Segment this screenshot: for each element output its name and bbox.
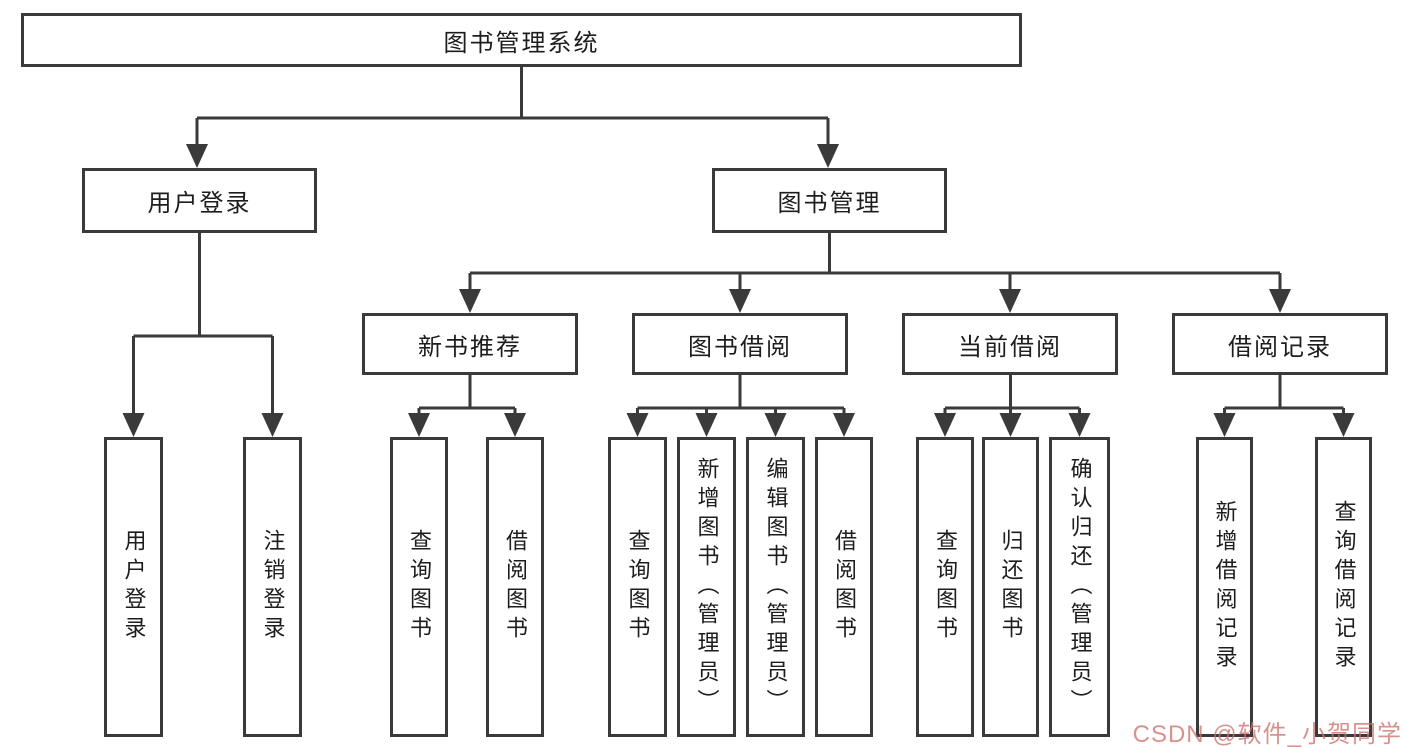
leaf-label: 编辑图书（管理员） <box>763 456 789 718</box>
node-label: 图书借阅 <box>688 333 792 361</box>
connector-path <box>132 67 1345 416</box>
leaf-label: 归还图书 <box>998 529 1024 645</box>
node-label: 图书管理系统 <box>443 29 600 57</box>
node-label: 新书推荐 <box>418 333 522 361</box>
node-label: 图书管理 <box>777 190 882 217</box>
leaf-label: 查询图书 <box>407 529 432 645</box>
node-user-login: 用户登录 <box>82 168 317 233</box>
csdn-watermark: CSDN @软件_小贺同学 <box>1132 721 1402 747</box>
node-label: 当前借阅 <box>958 333 1062 361</box>
node-root-system: 图书管理系统 <box>21 13 1022 67</box>
leaf-query-books-recommend: 查询图书 <box>390 437 448 737</box>
leaf-label: 借阅图书 <box>832 529 857 645</box>
leaf-query-books: 查询图书 <box>608 437 667 737</box>
leaf-edit-books-admin: 编辑图书（管理员） <box>746 437 805 737</box>
leaf-label: 查询借阅记录 <box>1331 500 1357 674</box>
leaf-label: 用户登录 <box>121 529 147 645</box>
leaf-user-login: 用户登录 <box>104 437 163 737</box>
leaf-add-borrow-record: 新增借阅记录 <box>1196 437 1253 737</box>
leaf-label: 新增借阅记录 <box>1212 500 1238 674</box>
leaf-label: 注销登录 <box>260 529 286 645</box>
node-borrow-records: 借阅记录 <box>1172 313 1388 375</box>
node-book-borrow: 图书借阅 <box>632 313 848 375</box>
node-book-management: 图书管理 <box>712 168 947 233</box>
node-new-book-recommend: 新书推荐 <box>362 313 578 375</box>
leaf-query-books-current: 查询图书 <box>916 437 974 737</box>
leaf-add-books-admin: 新增图书（管理员） <box>677 437 736 737</box>
leaf-confirm-return-admin: 确认归还（管理员） <box>1049 437 1110 737</box>
node-current-borrow: 当前借阅 <box>902 313 1118 375</box>
leaf-borrow-books: 借阅图书 <box>815 437 873 737</box>
leaf-return-books: 归还图书 <box>982 437 1039 737</box>
node-label: 借阅记录 <box>1228 333 1332 361</box>
node-label: 用户登录 <box>147 190 252 217</box>
leaf-label: 确认归还（管理员） <box>1067 456 1093 718</box>
arrowheads <box>122 144 1355 437</box>
leaf-label: 查询图书 <box>933 529 958 645</box>
leaf-label: 查询图书 <box>625 529 651 645</box>
leaf-query-borrow-record: 查询借阅记录 <box>1315 437 1372 737</box>
leaf-borrow-books-recommend: 借阅图书 <box>486 437 544 737</box>
leaf-label: 借阅图书 <box>503 529 528 645</box>
leaf-logout: 注销登录 <box>243 437 302 737</box>
leaf-label: 新增图书（管理员） <box>694 456 720 718</box>
